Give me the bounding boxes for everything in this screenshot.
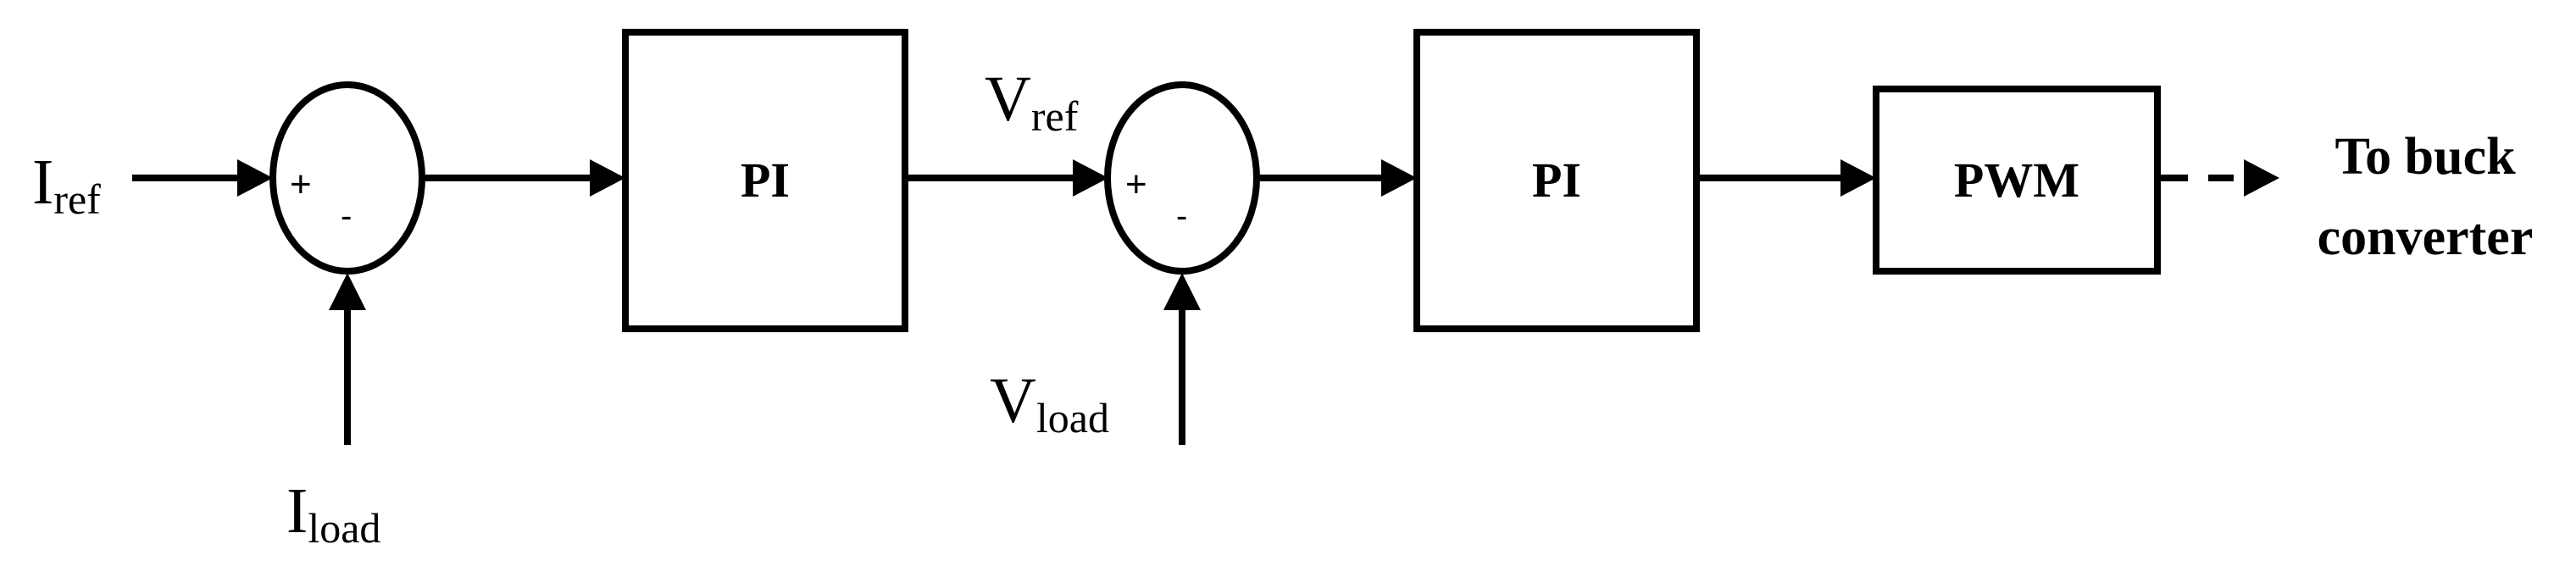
i-ref-subscript: ref <box>53 175 101 223</box>
pi-block-current-label: PI <box>741 153 790 208</box>
output-label-line1: To buck <box>2334 128 2516 186</box>
sum1-plus-sign: + <box>290 164 312 205</box>
v-ref-label: Vref <box>985 64 1079 140</box>
v-load-main: V <box>990 365 1036 436</box>
pi-block-voltage <box>1413 29 1700 332</box>
sum1-to-pi-arrowhead <box>590 159 625 197</box>
sum2-plus-sign: + <box>1125 164 1147 205</box>
i-load-arrowhead <box>329 273 366 310</box>
pi-to-sum2-arrowhead <box>1073 159 1108 197</box>
v-ref-subscript: ref <box>1031 92 1079 140</box>
i-load-main: I <box>286 475 308 547</box>
pi-block-current <box>622 29 908 332</box>
pi-to-pwm-arrowhead <box>1840 159 1876 197</box>
i-ref-main: I <box>32 147 53 218</box>
sum2-to-pi-arrowhead <box>1381 159 1417 197</box>
i-load-subscript: load <box>308 504 380 552</box>
pwm-block <box>1873 86 2161 275</box>
v-load-subscript: load <box>1036 394 1109 441</box>
output-label-line2: converter <box>2318 208 2534 266</box>
v-load-arrowhead <box>1163 273 1201 310</box>
v-ref-main: V <box>985 64 1031 135</box>
pi-block-voltage-label: PI <box>1532 153 1581 208</box>
i-load-label: Iload <box>286 475 380 552</box>
pwm-block-label: PWM <box>1954 153 2079 208</box>
pwm-output-arrowhead <box>2244 159 2279 197</box>
i-ref-arrowhead <box>237 159 273 197</box>
i-ref-label: Iref <box>32 147 101 223</box>
sum1-minus-sign: - <box>341 197 352 235</box>
v-load-label: Vload <box>990 365 1109 441</box>
sum2-minus-sign: - <box>1176 197 1187 235</box>
